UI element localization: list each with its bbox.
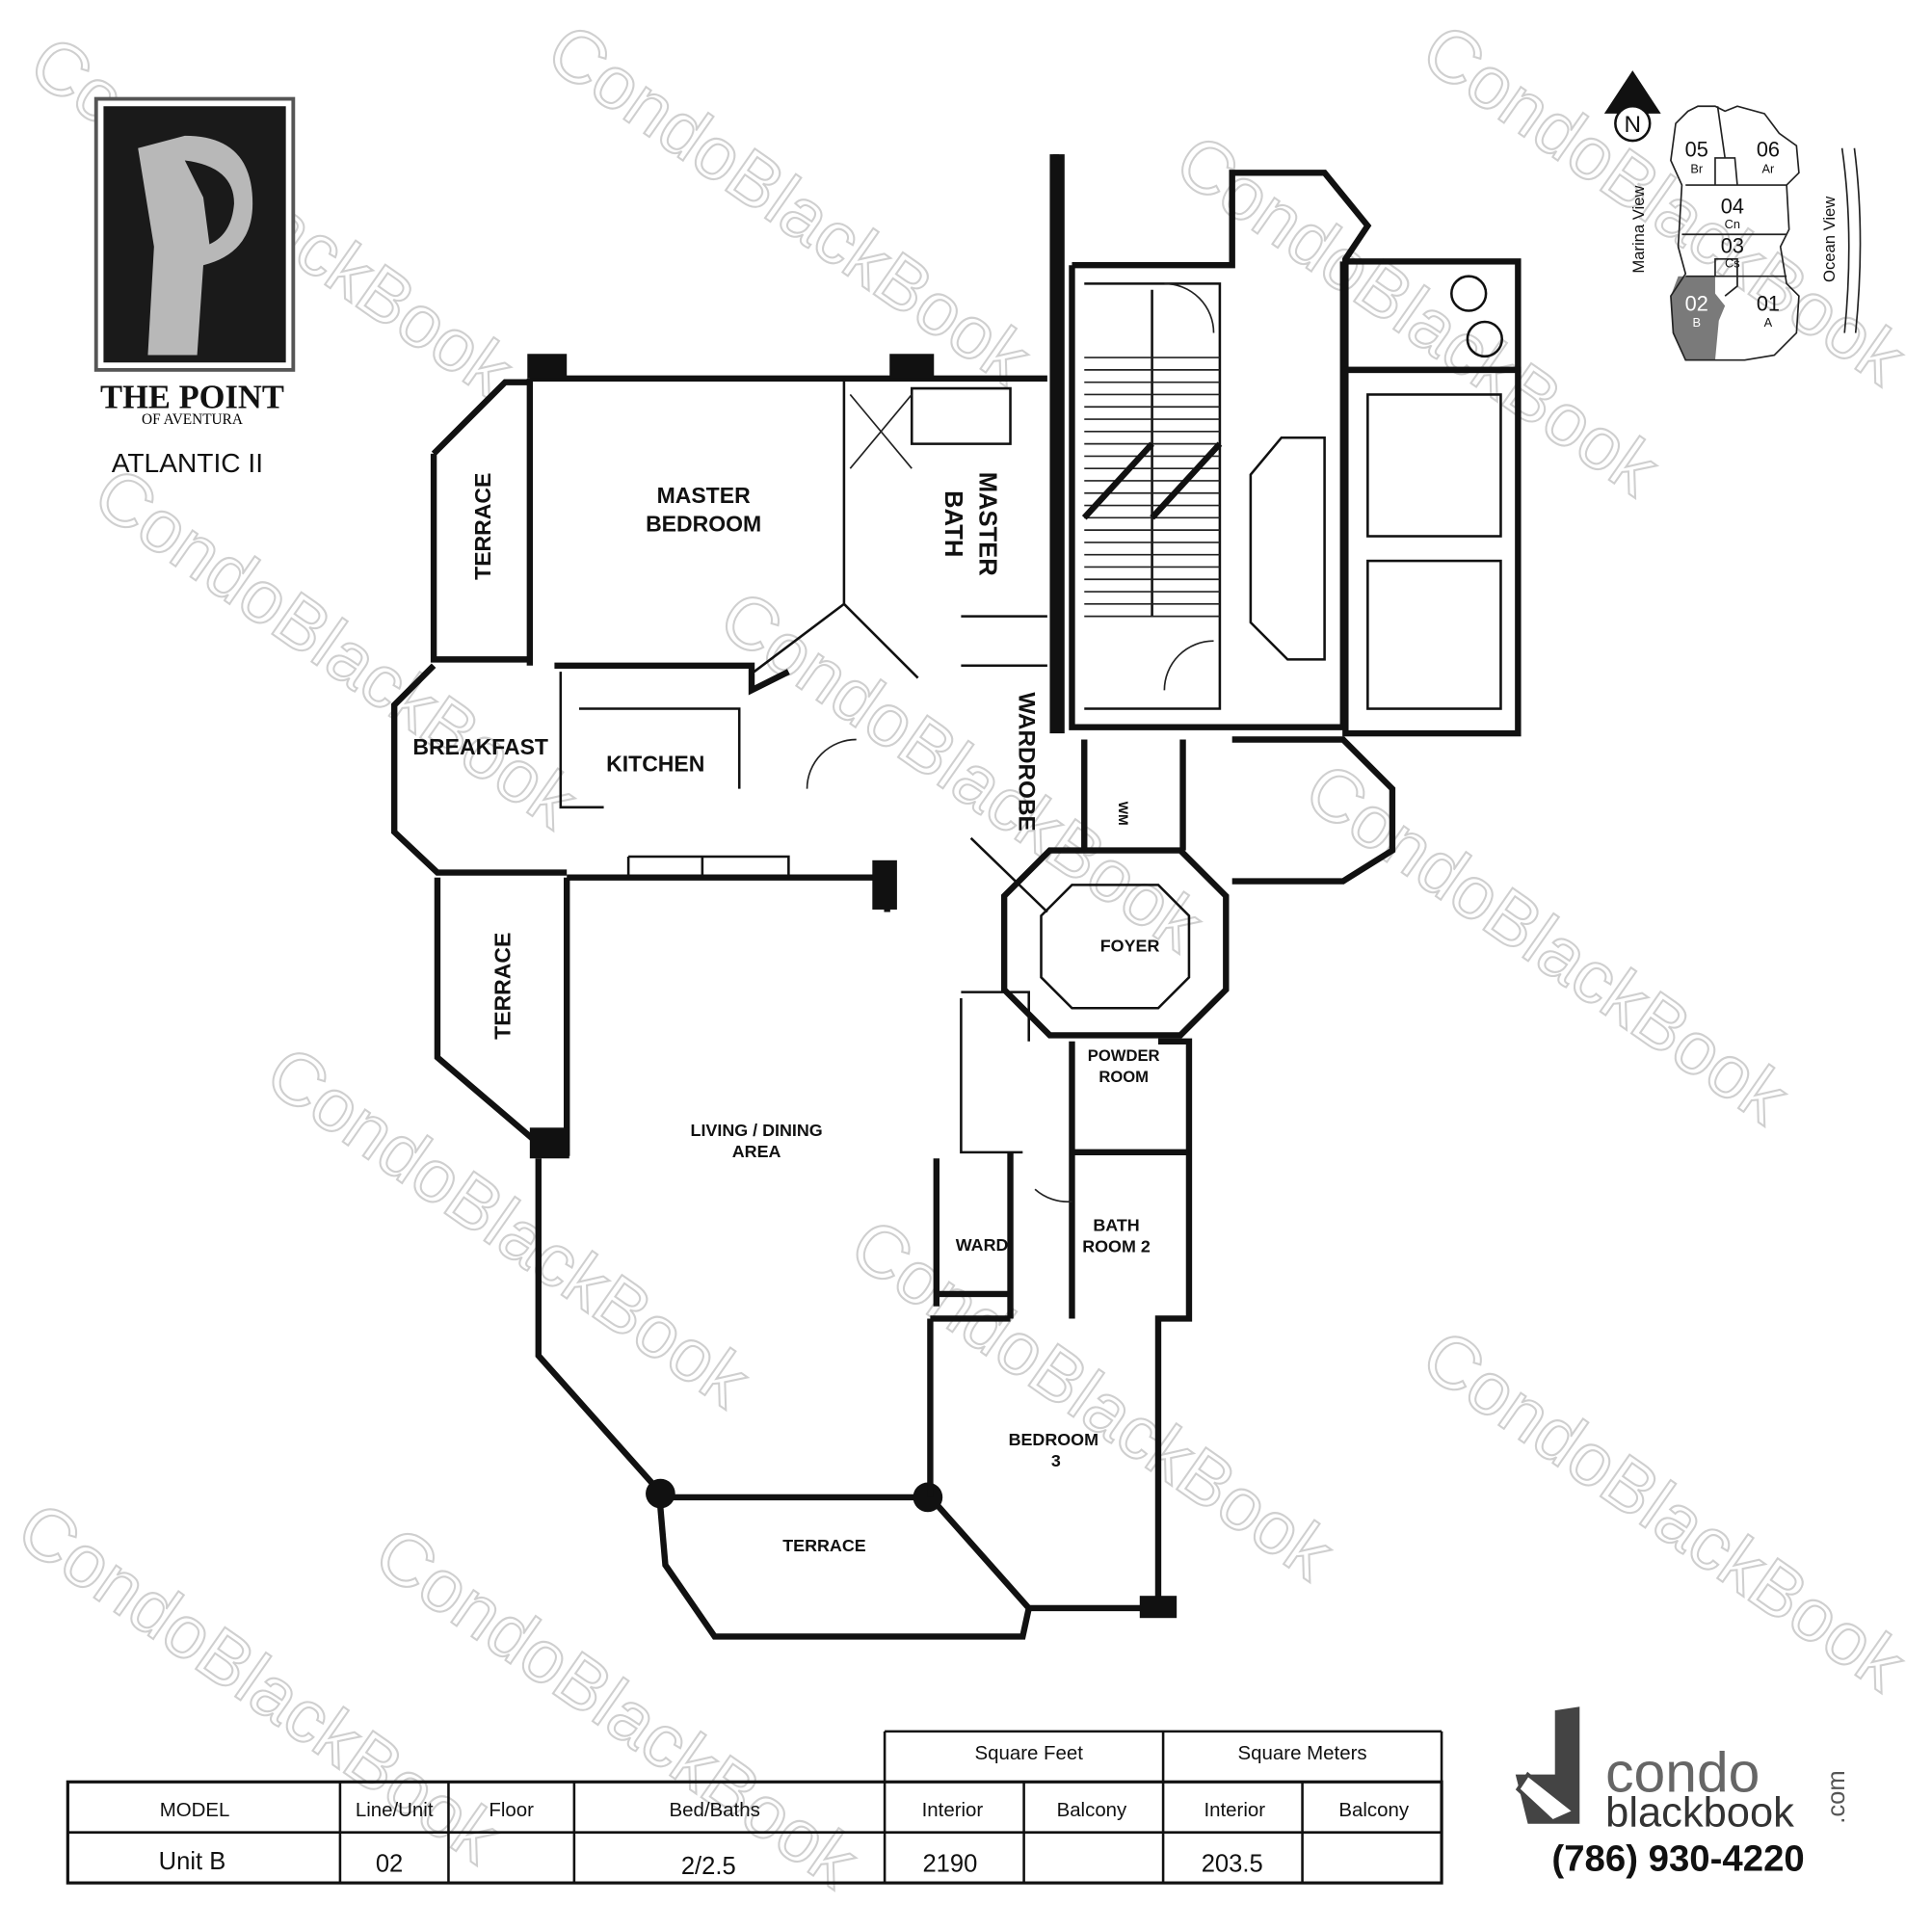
header-model: MODEL <box>160 1799 230 1821</box>
header-square-feet: Square Feet <box>974 1742 1083 1764</box>
room-living-dining: AREA <box>732 1142 781 1161</box>
watermark: CondoBlackBook <box>835 1203 1347 1597</box>
room-terrace: TERRACE <box>470 473 495 580</box>
floor-plan <box>390 154 1522 1640</box>
header-line-unit: Line/Unit <box>356 1799 434 1821</box>
unit-info-table: Square Feet Square Meters MODEL Line/Uni… <box>66 1730 1443 1885</box>
unit-03-model: Cs <box>1725 256 1740 271</box>
building-logo: THE POINT OF AVENTURA ATLANTIC II <box>93 96 296 478</box>
cell-bed-baths: 2/2.5 <box>681 1853 736 1880</box>
watermark: CondoBlackBook <box>79 452 591 845</box>
room-master-bath: MASTER <box>974 472 1001 576</box>
cell-interior-sqm: 203.5 <box>1202 1851 1263 1878</box>
room-bath-2: ROOM 2 <box>1082 1236 1151 1256</box>
unit-02-label: 02 <box>1685 292 1708 316</box>
cell-model: Unit B <box>159 1848 226 1875</box>
room-breakfast: BREAKFAST <box>412 734 548 759</box>
key-plan: N 05 Br 06 Ar 04 Cn 03 Cs 02 B 01 A Mari… <box>1603 70 1862 361</box>
room-wardrobe: WARDROBE <box>1013 692 1039 831</box>
room-labels: MASTER BEDROOM MASTER BATH TERRACE BREAK… <box>412 472 1159 1555</box>
logo-sub: OF AVENTURA <box>142 411 243 428</box>
brand-com: .com <box>1823 1770 1850 1823</box>
unit-02-model: B <box>1693 315 1702 330</box>
unit-04-model: Cn <box>1725 217 1740 231</box>
header-square-meters: Square Meters <box>1238 1742 1367 1764</box>
brand-blackbook: blackbook <box>1605 1789 1794 1836</box>
header-bed-baths: Bed/Baths <box>669 1799 759 1821</box>
north-arrow-icon <box>1603 70 1661 114</box>
watermark: CondoBlackBook <box>1408 1314 1919 1707</box>
room-living-dining: LIVING / DINING <box>691 1121 823 1140</box>
marina-view-label: Marina View <box>1629 185 1648 274</box>
room-kitchen: KITCHEN <box>606 752 704 777</box>
unit-05-model: Br <box>1690 161 1704 175</box>
building-name: ATLANTIC II <box>112 448 263 478</box>
unit-04-label: 04 <box>1721 194 1744 218</box>
room-foyer: FOYER <box>1100 936 1160 955</box>
north-label: N <box>1625 112 1642 138</box>
room-master-bedroom: MASTER <box>657 483 752 508</box>
unit-05-label: 05 <box>1685 138 1708 162</box>
room-master-bedroom: BEDROOM <box>646 511 761 536</box>
washer-label: WM <box>1116 802 1131 826</box>
brand-condo: condo <box>1605 1742 1760 1805</box>
watermark: CondoBlackBook <box>1290 748 1802 1141</box>
room-powder-room: ROOM <box>1098 1068 1149 1086</box>
room-ward: WARD <box>956 1235 1009 1255</box>
unit-01-label: 01 <box>1757 292 1780 316</box>
cell-interior-sqft: 2190 <box>922 1851 977 1878</box>
logo-brand: THE POINT <box>100 380 284 416</box>
room-terrace: TERRACE <box>490 933 515 1040</box>
unit-01-model: A <box>1764 315 1773 330</box>
cell-line-unit: 02 <box>376 1851 403 1878</box>
room-terrace: TERRACE <box>782 1536 866 1555</box>
room-bedroom-3: BEDROOM <box>1009 1430 1098 1449</box>
room-powder-room: POWDER <box>1088 1046 1160 1065</box>
header-balcony-sqft: Balcony <box>1057 1799 1127 1821</box>
watermark: CondoBlackBook <box>705 575 1217 968</box>
room-bedroom-3: 3 <box>1051 1451 1061 1470</box>
ocean-view-label: Ocean View <box>1820 196 1839 282</box>
header-interior-sqft: Interior <box>922 1799 984 1821</box>
watermark: CondoBlackBook <box>251 1031 763 1424</box>
header-balcony-sqm: Balcony <box>1338 1799 1409 1821</box>
room-master-bath: BATH <box>940 490 966 557</box>
condoblackbook-logo: condo blackbook .com (786) 930-4220 <box>1515 1706 1850 1879</box>
unit-06-label: 06 <box>1757 138 1780 162</box>
unit-03-label: 03 <box>1721 233 1744 257</box>
room-bath-2: BATH <box>1093 1216 1139 1235</box>
phone-number[interactable]: (786) 930-4220 <box>1551 1837 1804 1879</box>
unit-06-model: Ar <box>1762 161 1776 175</box>
header-floor: Floor <box>489 1799 534 1821</box>
watermark: CondoBlackBook <box>533 9 1045 402</box>
header-interior-sqm: Interior <box>1204 1799 1265 1821</box>
